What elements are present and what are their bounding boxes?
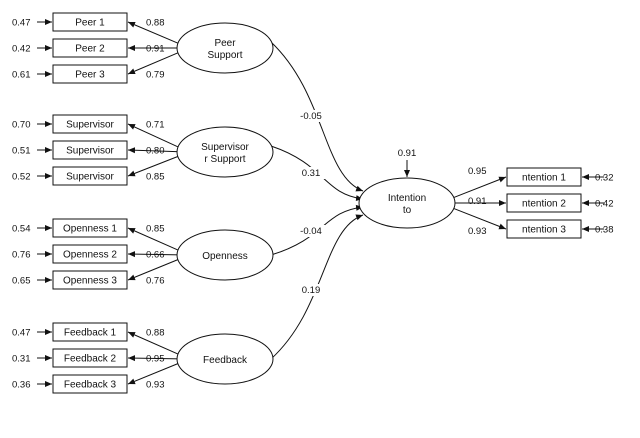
indicator-label: Supervisor	[66, 146, 114, 157]
indicator-box	[52, 38, 128, 58]
latent-feedback	[176, 333, 274, 385]
factor-loading: 0.85	[146, 172, 165, 183]
error-variance: 0.38	[595, 225, 614, 236]
error-variance: 0.32	[595, 173, 614, 184]
latent-intention	[358, 177, 456, 229]
error-variance: 0.61	[12, 70, 31, 81]
indicator-label: Peer 3	[75, 70, 105, 81]
latent-peer-label: Support	[207, 50, 242, 61]
indicator-box	[52, 12, 128, 32]
factor-loading: 0.91	[468, 196, 487, 207]
loading-arrow	[127, 251, 181, 258]
error-variance: 0.76	[12, 250, 31, 261]
loading-arrow	[452, 176, 507, 199]
latent-peer-label: Peer	[214, 38, 236, 49]
indicator-box	[52, 270, 128, 290]
error-variance: 0.42	[595, 199, 614, 210]
latent-supervisor-label: Supervisor	[201, 142, 249, 153]
indicator-label: Supervisor	[66, 172, 114, 183]
latent-intention-label: to	[403, 205, 412, 216]
indicator-box	[52, 374, 128, 394]
loading-arrow	[452, 207, 507, 230]
indicator-box	[506, 167, 582, 187]
factor-loading: 0.95	[468, 166, 487, 177]
error-variance: 0.65	[12, 276, 31, 287]
indicator-box	[52, 244, 128, 264]
disturbance-value: 0.91	[398, 148, 417, 159]
loading-arrow	[127, 123, 181, 149]
error-variance: 0.31	[12, 354, 31, 365]
loading-arrow	[127, 51, 181, 75]
latent-feedback-label: Feedback	[203, 355, 248, 366]
loading-arrow	[127, 258, 181, 281]
structural-path-feedback	[270, 214, 364, 360]
error-variance: 0.51	[12, 146, 31, 157]
indicator-label: Peer 1	[75, 18, 105, 29]
loading-arrow	[127, 155, 181, 177]
factor-loading: 0.66	[146, 250, 165, 261]
structural-path-peer	[270, 41, 364, 192]
loading-arrow	[127, 227, 181, 252]
indicator-box	[52, 166, 128, 186]
factor-loading: 0.79	[146, 70, 165, 81]
error-variance: 0.47	[12, 18, 31, 29]
indicator-box	[52, 140, 128, 160]
path-label-bg	[297, 284, 325, 296]
indicator-label: Peer 2	[75, 44, 105, 55]
indicator-label: ntention 3	[522, 225, 566, 236]
error-variance: 0.54	[12, 224, 31, 235]
factor-loading: 0.91	[146, 44, 165, 55]
latent-supervisor	[176, 126, 274, 178]
error-variance: 0.36	[12, 380, 31, 391]
indicator-box	[52, 64, 128, 84]
factor-loading: 0.93	[468, 226, 487, 237]
indicator-label: Feedback 1	[64, 328, 117, 339]
latent-openness	[176, 229, 274, 281]
indicator-label: Openness 2	[63, 250, 117, 261]
indicator-box	[52, 218, 128, 238]
indicator-box	[52, 322, 128, 342]
indicator-box	[506, 193, 582, 213]
factor-loading: 0.88	[146, 18, 165, 29]
path-label-bg	[297, 110, 325, 122]
latent-peer	[176, 22, 274, 74]
error-variance: 0.70	[12, 120, 31, 131]
loading-arrow	[127, 362, 181, 385]
loading-arrow	[127, 331, 181, 356]
indicator-label: ntention 2	[522, 199, 566, 210]
factor-loading: 0.85	[146, 224, 165, 235]
error-variance: 0.47	[12, 328, 31, 339]
path-coefficient: 0.31	[302, 168, 321, 179]
factor-loading: 0.76	[146, 276, 165, 287]
indicator-label: Feedback 2	[64, 354, 117, 365]
error-variance: 0.42	[12, 44, 31, 55]
latent-supervisor-label: r Support	[204, 154, 245, 165]
factor-loading: 0.95	[146, 354, 165, 365]
path-label-bg	[297, 167, 325, 179]
indicator-label: ntention 1	[522, 173, 566, 184]
indicator-label: Feedback 3	[64, 380, 117, 391]
factor-loading: 0.80	[146, 146, 165, 157]
loading-arrow	[127, 21, 181, 45]
latent-intention-label: Intention	[388, 193, 426, 204]
loading-arrow	[127, 147, 181, 154]
indicator-box	[52, 348, 128, 368]
path-label-bg	[297, 225, 325, 237]
error-variance: 0.52	[12, 172, 31, 183]
indicator-box	[52, 114, 128, 134]
factor-loading: 0.93	[146, 380, 165, 391]
path-coefficient: -0.05	[300, 111, 322, 122]
factor-loading: 0.71	[146, 120, 165, 131]
loading-arrow	[127, 355, 181, 362]
indicator-box	[506, 219, 582, 239]
indicator-label: Openness 1	[63, 224, 117, 235]
factor-loading: 0.88	[146, 328, 165, 339]
indicator-label: Supervisor	[66, 120, 114, 131]
latent-openness-label: Openness	[202, 251, 248, 262]
indicator-label: Openness 3	[63, 276, 117, 287]
path-coefficient: 0.19	[302, 285, 321, 296]
path-coefficient: -0.04	[300, 226, 322, 237]
